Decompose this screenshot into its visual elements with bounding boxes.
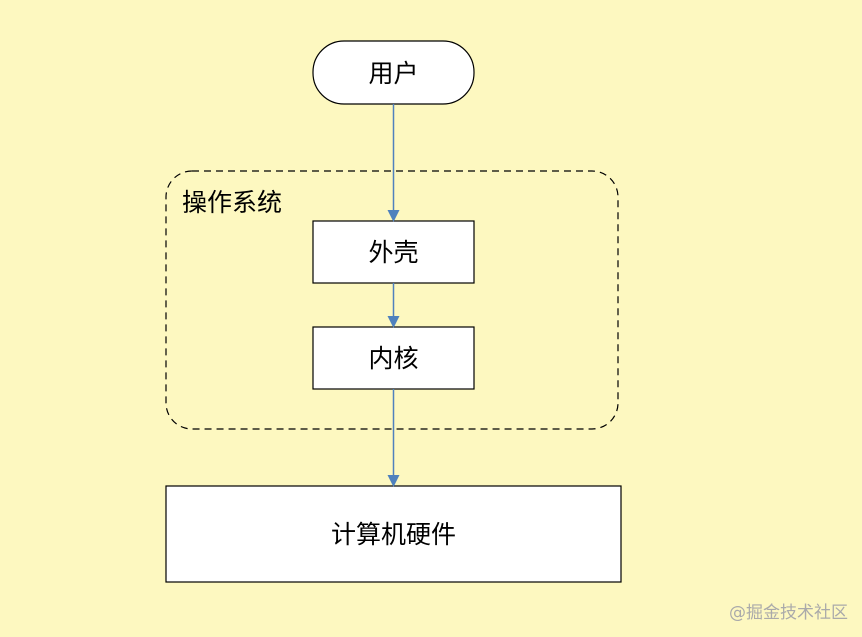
shell-node-label: 外壳 <box>368 238 418 267</box>
kernel-node <box>312 326 475 390</box>
os-group-box <box>165 170 619 430</box>
hardware-node-label: 计算机硬件 <box>331 520 456 549</box>
shell-node <box>312 220 475 284</box>
hardware-node <box>165 485 622 583</box>
user-node-label: 用户 <box>368 59 418 88</box>
watermark-text: @掘金技术社区 <box>729 603 848 623</box>
kernel-node-label: 内核 <box>368 344 418 373</box>
os-group-label: 操作系统 <box>182 188 282 217</box>
